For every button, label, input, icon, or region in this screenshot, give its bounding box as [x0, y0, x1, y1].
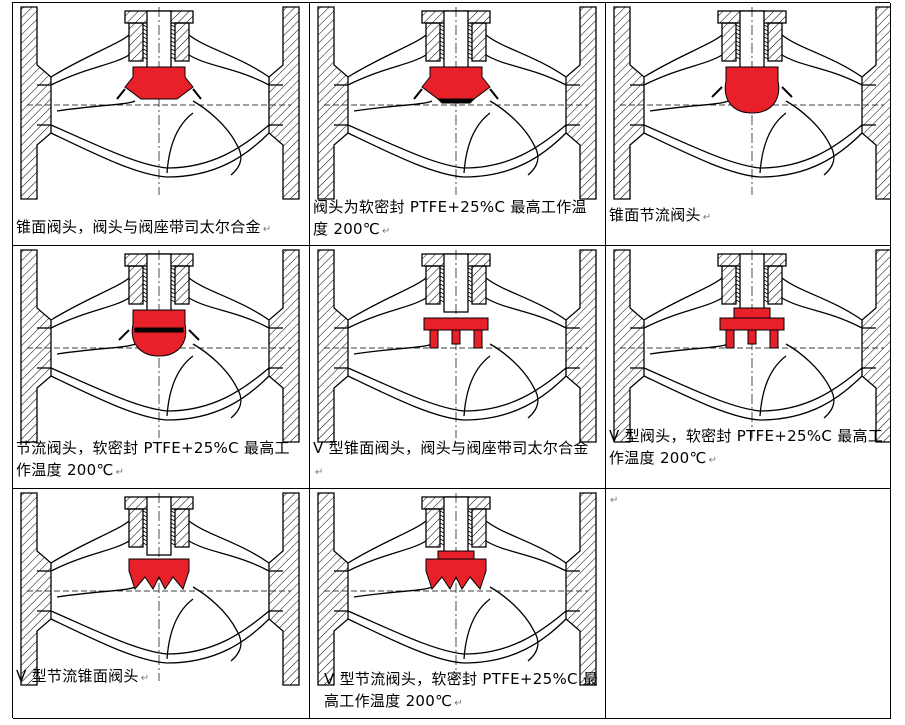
table-cell: V 型阀头，软密封 PTFE+25%C 最高工作温度 200℃↵	[606, 246, 891, 489]
table-cell: 节流阀头，软密封 PTFE+25%C 最高工作温度 200℃↵	[13, 246, 310, 489]
paragraph-mark: ↵	[610, 495, 619, 506]
valve-drawing	[317, 492, 597, 686]
valve-drawing	[20, 492, 300, 686]
table-cell: 锥面阀头，阀头与阀座带司太尔合金↵	[13, 3, 310, 246]
valve-drawing	[613, 249, 890, 443]
plug-caption: V 型阀头，软密封 PTFE+25%C 最高工作温度 200℃↵	[609, 427, 884, 467]
plug-caption: 锥面阀头，阀头与阀座带司太尔合金↵	[16, 218, 272, 236]
table-cell: V 型节流锥面阀头↵	[13, 489, 310, 719]
valve-plug-table: 锥面阀头，阀头与阀座带司太尔合金↵ 阀头为软密封 PTFE+25%C 最高工作温…	[12, 2, 891, 719]
plug-caption: V 型锥面阀头，阀头与阀座带司太尔合金↵	[313, 439, 589, 478]
plug-caption: V 型节流锥面阀头↵	[16, 667, 150, 685]
valve-drawing	[20, 6, 300, 200]
valve-drawing	[20, 249, 300, 443]
table-cell: 阀头为软密封 PTFE+25%C 最高工作温度 200℃↵	[310, 3, 606, 246]
valve-drawing	[317, 6, 597, 200]
plug-caption: 阀头为软密封 PTFE+25%C 最高工作温度 200℃↵	[313, 198, 587, 238]
valve-drawing	[317, 249, 597, 443]
plug-caption: 锥面节流阀头↵	[609, 206, 712, 224]
table-cell-empty: ↵	[606, 489, 891, 719]
valve-drawing	[613, 6, 890, 200]
plug-caption: V 型节流阀头，软密封 PTFE+25%C 最高工作温度 200℃↵	[324, 670, 599, 710]
table-cell: V 型锥面阀头，阀头与阀座带司太尔合金↵	[310, 246, 606, 489]
table-cell: V 型节流阀头，软密封 PTFE+25%C 最高工作温度 200℃↵	[310, 489, 606, 719]
table-cell: 锥面节流阀头↵	[606, 3, 891, 246]
plug-caption: 节流阀头，软密封 PTFE+25%C 最高工作温度 200℃↵	[16, 439, 290, 479]
